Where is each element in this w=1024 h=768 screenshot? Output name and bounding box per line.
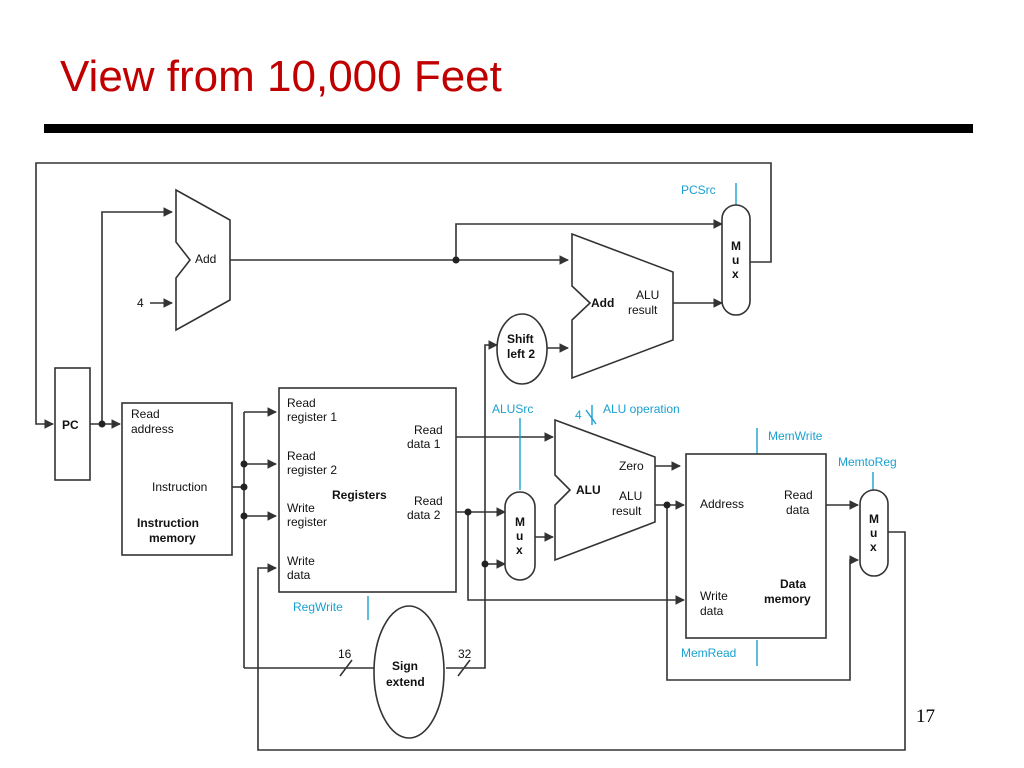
wire-writeback	[257, 531, 906, 751]
wire-add-out	[230, 219, 723, 261]
pcsrc-mux-m: M	[731, 239, 741, 253]
memtoreg-mux-u: u	[870, 526, 877, 540]
reg-rr1-b: register 1	[287, 410, 337, 424]
signal-memwrite: MemWrite	[768, 429, 823, 443]
sign-extend	[373, 605, 445, 739]
page-number: 17	[916, 706, 935, 727]
reg-rd2-b: data 2	[407, 508, 441, 522]
signal-pcsrc: PCSrc	[681, 183, 716, 197]
memtoreg-mux-x: x	[870, 540, 877, 554]
im-name-1: Instruction	[137, 516, 199, 530]
slide-title: View from 10,000 Feet	[60, 52, 502, 101]
alu-label: ALU	[576, 483, 601, 497]
alu-r1: ALU	[619, 489, 642, 503]
reg-rd2-a: Read	[414, 494, 443, 508]
sign-out-bits: 32	[458, 647, 472, 661]
reg-rr1-a: Read	[287, 396, 316, 410]
junctions	[98, 256, 671, 568]
dm-rd-a: Read	[784, 488, 813, 502]
shift-l2: left 2	[507, 347, 535, 361]
pcsrc-mux-u: u	[732, 253, 739, 267]
pc-label: PC	[62, 418, 79, 432]
constant-four: 4	[137, 296, 144, 310]
reg-rr2-b: register 2	[287, 463, 337, 477]
sign-in-bits: 16	[338, 647, 352, 661]
wire-pc-to-add	[101, 207, 173, 424]
alusrc-mux-u: u	[516, 529, 523, 543]
register-file	[278, 387, 457, 593]
im-name-2: memory	[149, 531, 196, 545]
instruction-memory	[121, 402, 233, 556]
pc-adder-label: Add	[195, 252, 216, 266]
wire-rd2-to-mem	[467, 512, 685, 605]
memtoreg-mux	[859, 489, 889, 577]
branch-adder-r2: result	[628, 303, 658, 317]
reg-name: Registers	[332, 488, 387, 502]
sign-l2: extend	[386, 675, 425, 689]
alu-r2: result	[612, 504, 642, 518]
sign-l1: Sign	[392, 659, 418, 673]
wires	[35, 162, 906, 751]
dm-wd-b: data	[700, 604, 724, 618]
memtoreg-mux-m: M	[869, 512, 879, 526]
dm-name-2: memory	[764, 592, 811, 606]
signal-regwrite: RegWrite	[293, 600, 343, 614]
dm-rd-b: data	[786, 503, 810, 517]
alusrc-mux	[504, 491, 536, 581]
alusrc-mux-x: x	[516, 543, 523, 557]
reg-wd-a: Write	[287, 554, 315, 568]
pcsrc-mux	[721, 204, 751, 316]
reg-rd1-b: data 1	[407, 437, 441, 451]
wire-pc-loop	[35, 162, 772, 429]
wire-sign-to-shift	[484, 340, 498, 564]
bus-width-marks	[339, 659, 471, 677]
signal-aluop: ALU operation	[603, 402, 680, 416]
branch-adder-label: Add	[591, 296, 614, 310]
data-memory	[685, 453, 827, 639]
alu	[554, 418, 656, 562]
im-address: address	[131, 422, 174, 436]
wire-alu-bypass	[666, 505, 859, 681]
pc-adder	[175, 188, 231, 332]
control-wires	[367, 183, 874, 666]
branch-adder	[571, 232, 674, 380]
signal-memtoreg: MemtoReg	[838, 455, 897, 469]
reg-wr-a: Write	[287, 501, 315, 515]
reg-wd-b: data	[287, 568, 311, 582]
dm-address: Address	[700, 497, 744, 511]
reg-rd1-a: Read	[414, 423, 443, 437]
signal-alusrc: ALUSrc	[492, 402, 533, 416]
pc-register	[54, 367, 91, 481]
shift-left-2	[496, 313, 548, 385]
im-read: Read	[131, 407, 160, 421]
pcsrc-mux-x: x	[732, 267, 739, 281]
signal-memread: MemRead	[681, 646, 736, 660]
dm-name-1: Data	[780, 577, 806, 591]
dm-wd-a: Write	[700, 589, 728, 603]
branch-adder-r1: ALU	[636, 288, 659, 302]
shift-l1: Shift	[507, 332, 534, 346]
title-divider	[44, 124, 973, 133]
im-instruction: Instruction	[152, 480, 207, 494]
signal-aluop-bits: 4	[575, 408, 582, 422]
wire-sign-out	[446, 559, 506, 669]
reg-rr2-a: Read	[287, 449, 316, 463]
alu-zero: Zero	[619, 459, 644, 473]
reg-wr-b: register	[287, 515, 327, 529]
alusrc-mux-m: M	[515, 515, 525, 529]
